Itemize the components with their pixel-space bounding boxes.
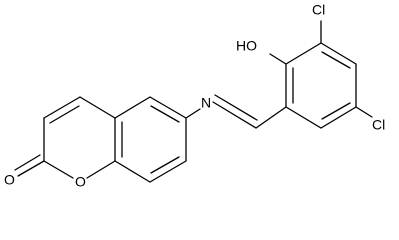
bond-o1-c8a xyxy=(86,160,116,179)
bond-c2-o1 xyxy=(43,160,74,179)
atom-label-cl-lower: Cl xyxy=(372,117,385,133)
chemical-structure: Cl HO N Cl O O xyxy=(4,2,385,190)
atom-label-cl-upper: Cl xyxy=(312,2,325,18)
bond-c2-o-carbonyl-double xyxy=(14,154,41,171)
pyranone-ring xyxy=(14,96,116,179)
bond-n-ch-double xyxy=(214,94,258,121)
bond-c3p-c4p-inner xyxy=(321,51,351,69)
bond-c6p-c1p xyxy=(285,106,322,129)
bond-c6-n xyxy=(185,108,201,119)
bond-c5p-cl xyxy=(355,106,373,118)
bond-c3-c4 xyxy=(43,96,81,119)
bond-c4-c4a xyxy=(79,96,116,119)
phenol-ring xyxy=(269,20,373,129)
bond-c7-c8-inner xyxy=(150,156,180,174)
atom-label-carbonyl-o: O xyxy=(4,172,15,188)
bond-ch-c1p xyxy=(255,106,287,129)
bond-c3-c4-inner xyxy=(49,105,80,124)
bond-c5-c6-inner xyxy=(150,105,180,123)
imine-linker xyxy=(185,94,287,129)
bond-c2-o-carbonyl xyxy=(17,160,45,177)
bond-c2p-c3p xyxy=(285,42,322,65)
benzo-ring xyxy=(114,96,187,183)
bond-c7-c8 xyxy=(149,160,187,183)
bond-c3p-c4p xyxy=(320,42,357,65)
atom-label-hydroxyl: HO xyxy=(236,38,257,54)
bond-c8-c8a xyxy=(114,160,151,183)
bond-c5p-c6p xyxy=(320,106,357,129)
bond-c4a-c5 xyxy=(114,96,151,119)
bond-n-ch xyxy=(212,101,257,129)
atom-label-imine-n: N xyxy=(201,95,211,111)
atom-label-ring-o: O xyxy=(75,174,86,190)
bond-c5p-c6p-inner xyxy=(321,102,351,120)
bond-c2p-oh xyxy=(269,53,287,65)
bond-c5-c6 xyxy=(149,96,187,119)
